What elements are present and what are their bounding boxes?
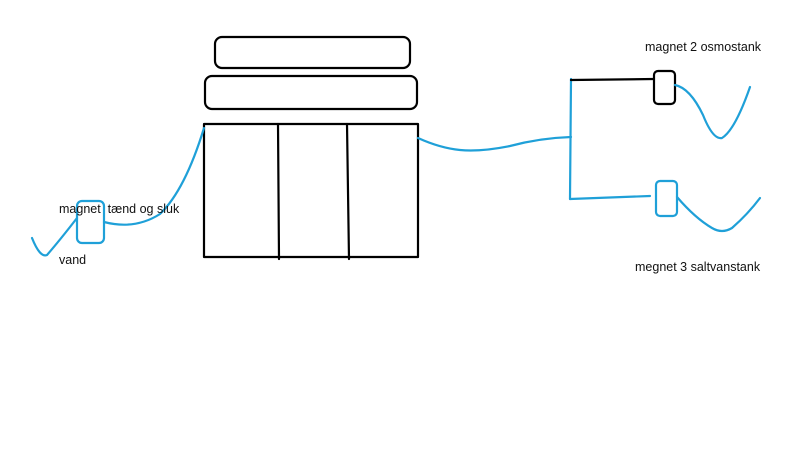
osmose-branch-line [569,77,656,82]
saltwater-branch-wire [568,194,652,201]
filter-divider-2 [345,122,351,261]
filter-outlet-wire [416,135,573,152]
filter-unit-body [202,122,420,259]
inlet-wire [30,216,79,257]
magnet-2-outlet-wire [673,83,752,140]
magnet-3-valve [654,179,679,218]
filter-housing-middle [203,74,419,111]
magnet-2-label: magnet 2 osmostank [645,40,762,54]
magnet-3-label: megnet 3 saltvanstank [635,260,761,274]
magnet-1-label-line1: magnet tænd og sluk [59,202,180,216]
magnet-1-label: magnet tænd og sluk vand [59,167,179,303]
splitter-vertical-wire [568,77,573,201]
magnet-2-valve [652,69,677,106]
magnet-1-label-line2: vand [59,253,87,267]
filter-divider-1 [276,122,281,261]
magnet-3-outlet-wire [675,195,762,233]
magnet-1-to-filter-wire [102,126,206,226]
filter-housing-top [213,35,412,70]
